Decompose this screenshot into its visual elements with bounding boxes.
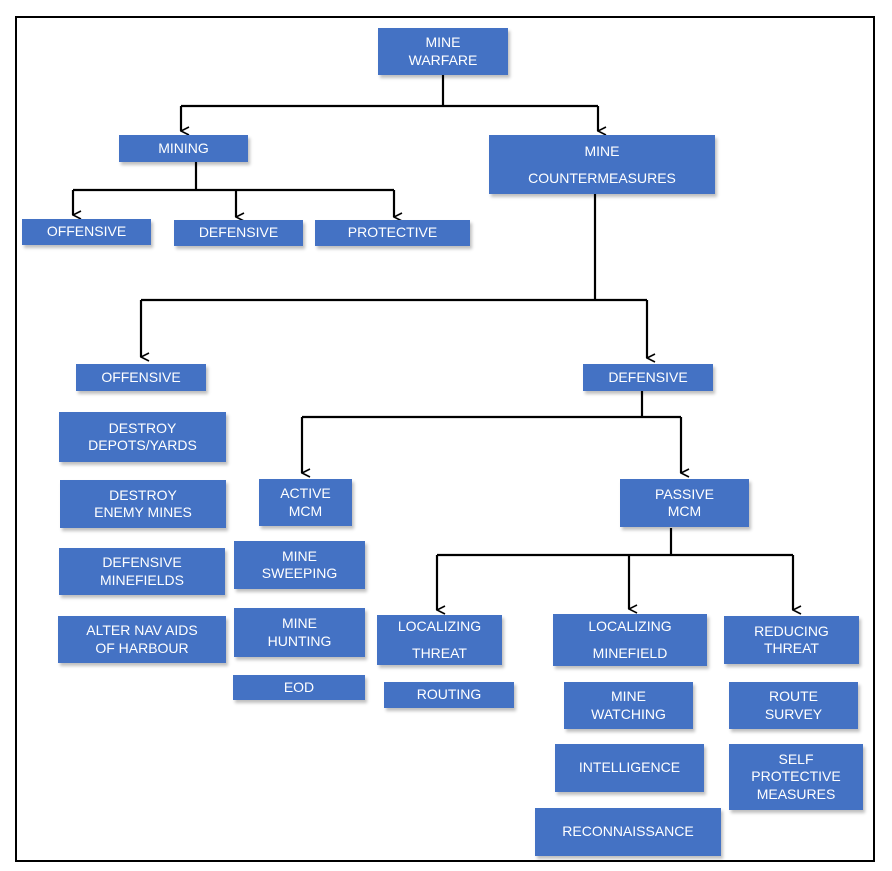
localizing-minefield-node: LOCALIZING MINEFIELD: [553, 614, 707, 666]
destroy-depots-node: DESTROY DEPOTS/YARDS: [59, 412, 226, 462]
route-survey-node: ROUTE SURVEY: [729, 682, 858, 729]
routing-node: ROUTING: [384, 682, 514, 708]
mcm-offensive-node: OFFENSIVE: [76, 364, 206, 391]
mining-defensive-node: DEFENSIVE: [174, 220, 303, 246]
mine-watching-node: MINE WATCHING: [564, 682, 693, 729]
reducing-threat-node: REDUCING THREAT: [724, 616, 859, 664]
mcm-defensive-node: DEFENSIVE: [583, 364, 713, 391]
self-protective-measures-node: SELF PROTECTIVE MEASURES: [729, 744, 863, 810]
mine-countermeasures-node: MINE COUNTERMEASURES: [489, 135, 715, 194]
mining-node: MINING: [119, 135, 248, 162]
reconnaissance-node: RECONNAISSANCE: [535, 808, 721, 856]
mining-protective-node: PROTECTIVE: [315, 220, 470, 246]
mine-sweeping-node: MINE SWEEPING: [234, 541, 365, 589]
mine-hunting-node: MINE HUNTING: [234, 608, 365, 657]
defensive-minefields-node: DEFENSIVE MINEFIELDS: [59, 548, 225, 595]
active-mcm-node: ACTIVE MCM: [259, 479, 352, 526]
intelligence-node: INTELLIGENCE: [555, 744, 704, 792]
localizing-threat-node: LOCALIZING THREAT: [377, 615, 502, 665]
diagram-frame: [15, 16, 875, 862]
passive-mcm-node: PASSIVE MCM: [620, 479, 749, 527]
mining-offensive-node: OFFENSIVE: [22, 219, 151, 245]
eod-node: EOD: [233, 675, 365, 700]
alter-nav-aids-node: ALTER NAV AIDS OF HARBOUR: [58, 616, 226, 663]
mine-warfare-node: MINE WARFARE: [378, 28, 508, 75]
destroy-enemy-mines-node: DESTROY ENEMY MINES: [60, 480, 226, 528]
